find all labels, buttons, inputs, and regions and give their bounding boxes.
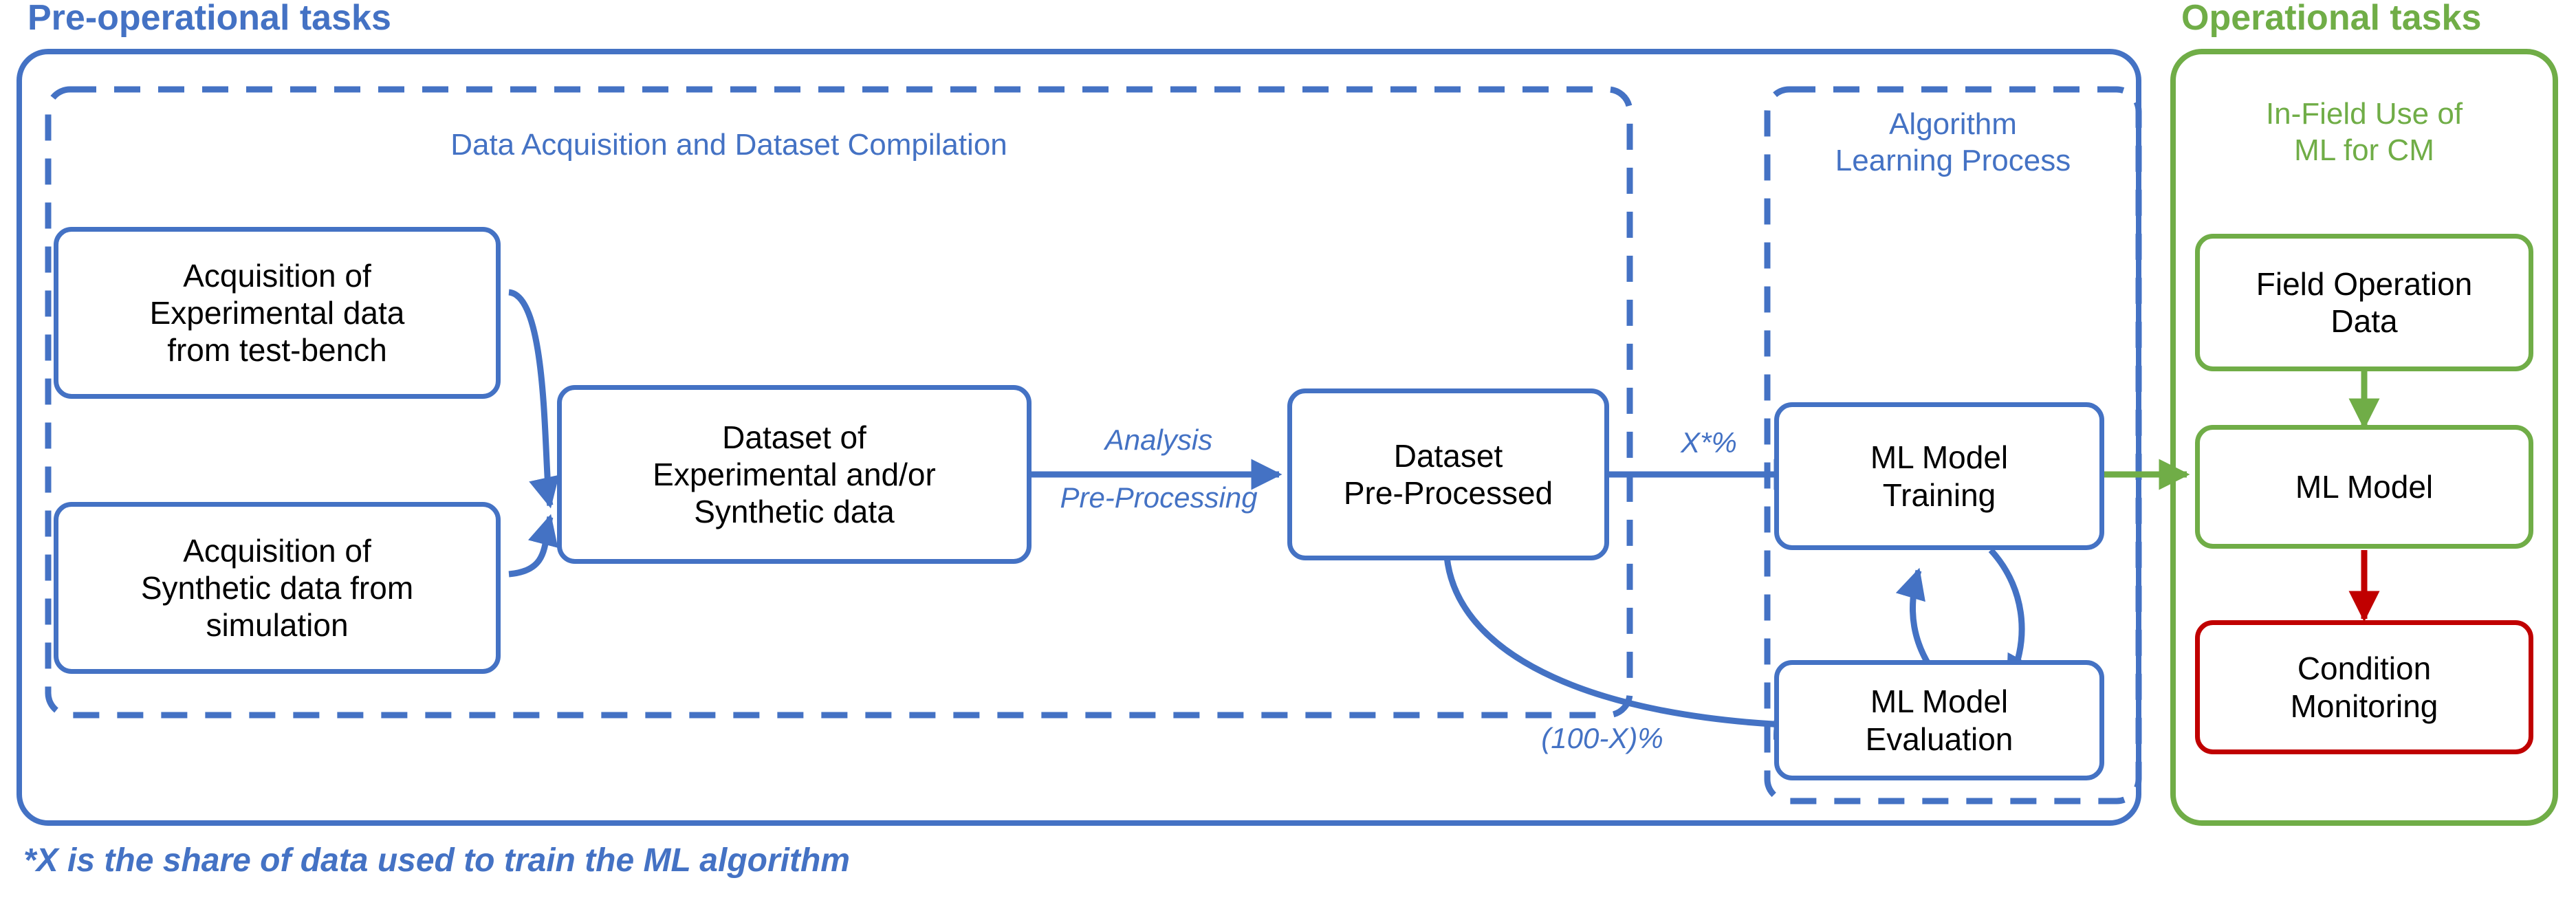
- node-ml-model-training-line2: Training: [1882, 477, 1996, 513]
- footnote: *X is the share of data used to train th…: [23, 842, 850, 879]
- algorithm-learning-subtitle: Algorithm Learning Process: [1774, 107, 2132, 179]
- node-ml-model-training[interactable]: ML Model Training: [1774, 402, 2104, 550]
- arrow-preprocessed-to-evaluation: [1443, 556, 1805, 741]
- node-condition-monitoring-line2: Monitoring: [2290, 688, 2438, 724]
- node-field-operation-data-line1: Field Operation: [2256, 265, 2473, 302]
- node-ml-model-evaluation-line2: Evaluation: [1865, 721, 2013, 757]
- node-acquisition-synthetic-line2: Synthetic data from: [140, 569, 414, 606]
- edge-label-analysis-line2: Pre-Processing: [1060, 481, 1258, 514]
- node-acquisition-experimental[interactable]: Acquisition of Experimental data from te…: [54, 227, 501, 399]
- node-acquisition-synthetic-line1: Acquisition of: [183, 532, 371, 569]
- node-acquisition-synthetic[interactable]: Acquisition of Synthetic data from simul…: [54, 502, 501, 674]
- node-dataset-raw[interactable]: Dataset of Experimental and/or Synthetic…: [557, 385, 1032, 564]
- node-dataset-raw-line1: Dataset of: [722, 419, 866, 455]
- arrow-experimental-to-dataset: [507, 289, 560, 509]
- algorithm-learning-subtitle-line2: Learning Process: [1835, 143, 2071, 177]
- node-dataset-preprocessed[interactable]: Dataset Pre-Processed: [1287, 388, 1609, 560]
- edge-label-train-share: X*%: [1681, 426, 1737, 459]
- node-ml-model-line1: ML Model: [2295, 468, 2434, 505]
- in-field-use-title-line1: In-Field Use of: [2265, 97, 2463, 131]
- node-field-operation-data-line2: Data: [2331, 303, 2398, 339]
- node-condition-monitoring-line1: Condition: [2297, 650, 2432, 687]
- edge-label-eval-share: (100-X)%: [1541, 722, 1663, 754]
- pre-operational-title: Pre-operational tasks: [28, 0, 391, 38]
- in-field-use-title-line2: ML for CM: [2294, 133, 2434, 167]
- edge-label-analysis-line1: Analysis: [1104, 424, 1213, 456]
- node-dataset-raw-line3: Synthetic data: [694, 494, 895, 530]
- node-acquisition-synthetic-line3: simulation: [206, 607, 349, 644]
- in-field-use-panel-title: In-Field Use of ML for CM: [2187, 96, 2542, 169]
- operational-title: Operational tasks: [2181, 0, 2482, 38]
- arrow-synthetic-to-dataset: [508, 514, 558, 578]
- node-field-operation-data[interactable]: Field Operation Data: [2195, 234, 2533, 371]
- node-acquisition-experimental-line2: Experimental data: [149, 294, 405, 331]
- node-ml-model-evaluation-line1: ML Model: [1870, 683, 2009, 720]
- node-ml-model-training-line1: ML Model: [1870, 439, 2009, 476]
- node-dataset-raw-line2: Experimental and/or: [653, 456, 936, 492]
- node-ml-model[interactable]: ML Model: [2195, 425, 2533, 549]
- node-condition-monitoring[interactable]: Condition Monitoring: [2195, 620, 2533, 754]
- node-acquisition-experimental-line3: from test-bench: [167, 332, 387, 369]
- data-acquisition-subtitle: Data Acquisition and Dataset Compilation: [450, 128, 1007, 162]
- node-dataset-preprocessed-line2: Pre-Processed: [1343, 475, 1553, 511]
- node-acquisition-experimental-line1: Acquisition of: [183, 257, 371, 294]
- algorithm-learning-subtitle-line1: Algorithm: [1889, 107, 2017, 141]
- node-dataset-preprocessed-line1: Dataset: [1393, 437, 1503, 474]
- node-ml-model-evaluation[interactable]: ML Model Evaluation: [1774, 660, 2104, 780]
